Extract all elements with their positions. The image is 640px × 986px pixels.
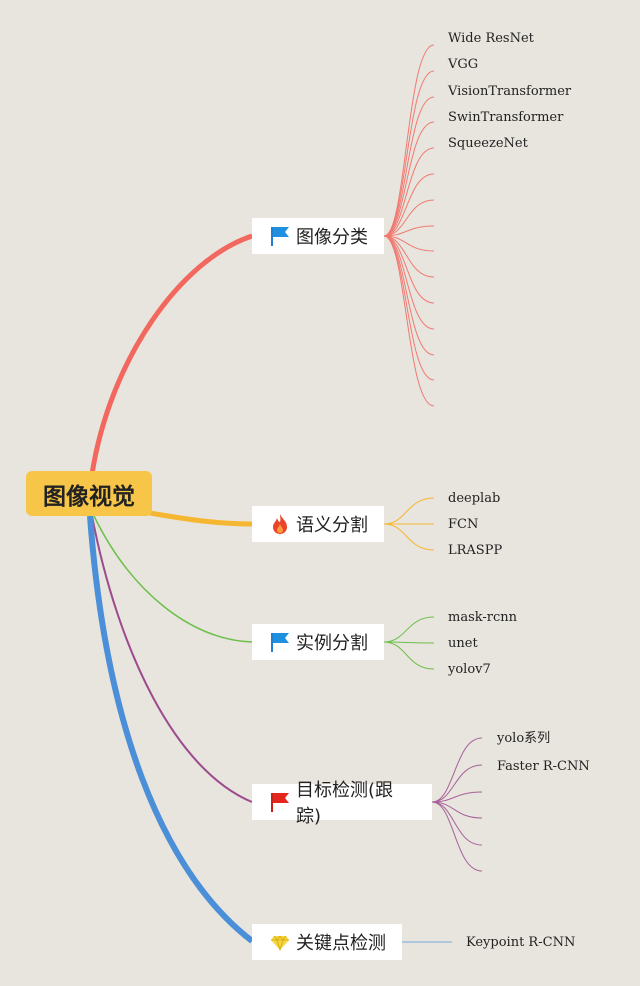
leaf-connector	[383, 235, 435, 252]
connector-image-classification	[89, 233, 253, 475]
branch-label: 图像分类	[296, 227, 368, 248]
leaf-connector	[431, 737, 483, 803]
leaf-item[interactable]: yolov7	[448, 662, 491, 677]
branch-label: 语义分割	[296, 515, 368, 536]
leaf-connector	[383, 147, 435, 237]
leaf-fan-image-classification	[383, 44, 435, 407]
leaf-connector	[383, 616, 435, 643]
branch-label: 目标检测(跟踪)	[296, 780, 394, 827]
leaf-connector	[383, 641, 435, 670]
leaf-item[interactable]: deeplab	[448, 491, 501, 506]
leaf-item[interactable]: SqueezeNet	[448, 136, 528, 151]
leaf-connector	[383, 235, 435, 330]
branch-node-object-detection[interactable]: 目标检测(跟踪)	[252, 780, 432, 827]
leaf-connector	[383, 235, 435, 381]
leaf-fan-instance-segmentation	[383, 616, 435, 670]
leaf-fan-semantic-segmentation	[383, 497, 435, 551]
leaf-item[interactable]: VGG	[448, 57, 479, 72]
connector-semantic-segmentation	[149, 510, 253, 527]
leaf-connector	[383, 497, 435, 525]
leaf-item[interactable]: yolo系列	[497, 731, 551, 746]
leaf-connector	[383, 235, 435, 407]
leaf-connector	[383, 70, 435, 237]
leaf-connector	[431, 764, 483, 803]
branch-node-instance-segmentation[interactable]: 实例分割	[252, 624, 384, 660]
leaf-connector	[383, 523, 435, 551]
diamond-icon	[270, 931, 290, 953]
blue-flag-icon	[270, 225, 290, 247]
branch-node-semantic-segmentation[interactable]: 语义分割	[252, 506, 384, 542]
leaf-item[interactable]: SwinTransformer	[448, 110, 564, 125]
branch-node-image-classification[interactable]: 图像分类	[252, 218, 384, 254]
red-flag-icon	[270, 791, 290, 813]
leaf-connector	[383, 235, 435, 278]
leaf-connector	[431, 791, 483, 803]
root-node[interactable]: 图像视觉	[26, 471, 152, 516]
leaf-item[interactable]: unet	[448, 636, 478, 651]
leaf-item[interactable]: Keypoint R-CNN	[466, 935, 576, 950]
leaf-item[interactable]: Wide ResNet	[448, 31, 534, 46]
blue-flag-icon	[270, 631, 290, 653]
leaf-item[interactable]: LRASPP	[448, 543, 503, 558]
leaf-connector	[431, 801, 483, 872]
leaf-connector	[383, 96, 435, 237]
leaf-connector	[383, 121, 435, 237]
branch-label: 关键点检测	[296, 933, 386, 954]
leaf-item[interactable]: VisionTransformer	[448, 84, 572, 99]
leaf-connector	[383, 235, 435, 356]
connector-object-detection	[91, 515, 253, 803]
connector-instance-segmentation	[93, 515, 253, 643]
leaf-connector	[431, 801, 483, 846]
branch-node-keypoint-detection[interactable]: 关键点检测	[252, 924, 402, 960]
leaf-item[interactable]: mask-rcnn	[448, 610, 518, 625]
leaf-item[interactable]: Faster R-CNN	[497, 759, 590, 774]
fire-icon	[270, 513, 290, 535]
branch-label: 实例分割	[296, 633, 368, 654]
leaf-item[interactable]: FCN	[448, 517, 479, 532]
leaf-connector	[383, 199, 435, 237]
leaf-connector	[383, 173, 435, 237]
leaf-connector	[383, 225, 435, 237]
leaf-connector	[383, 235, 435, 304]
leaf-connector	[431, 801, 483, 819]
leaf-fan-object-detection	[431, 737, 483, 872]
connector-keypoint-detection	[87, 515, 254, 944]
